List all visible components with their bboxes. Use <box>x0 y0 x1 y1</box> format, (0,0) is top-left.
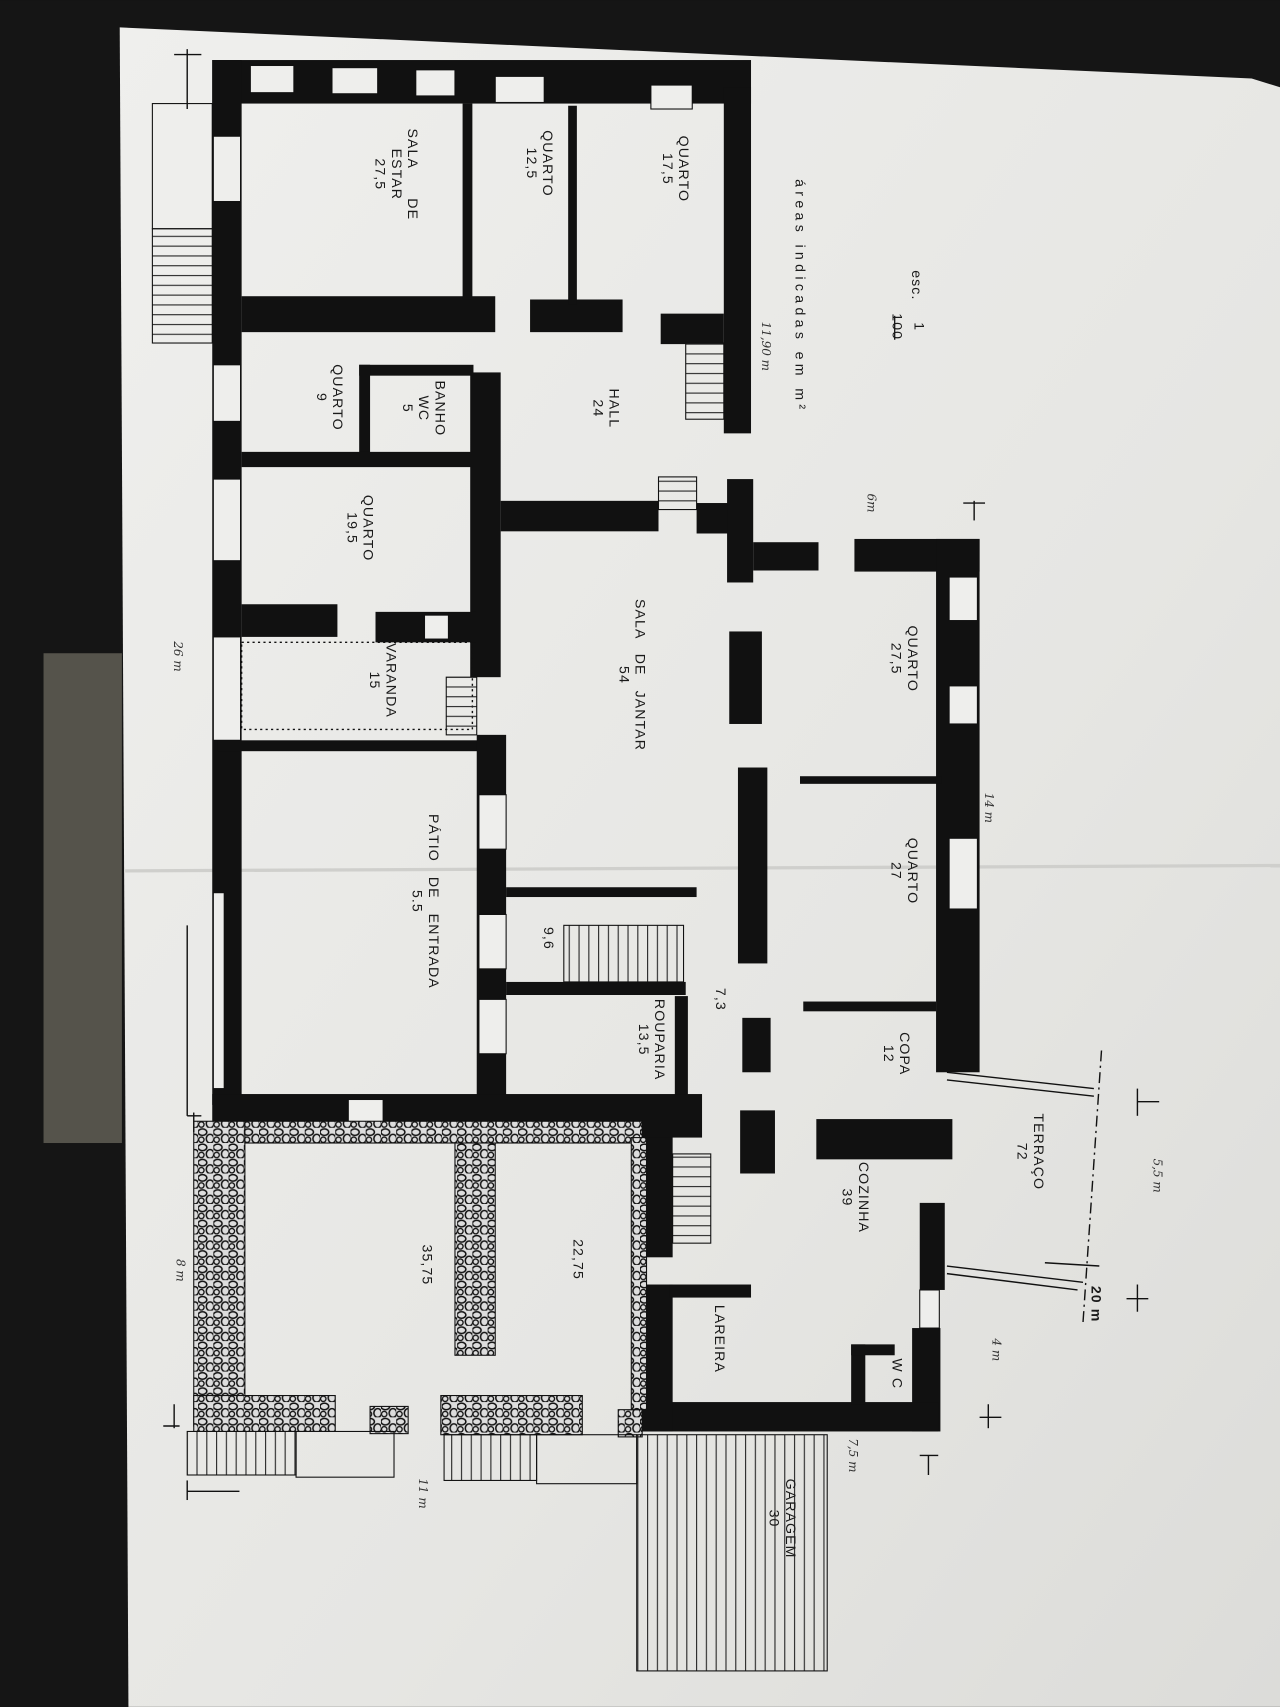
room-name: COPA <box>897 1032 913 1075</box>
room-area: 9 <box>314 393 330 402</box>
room-name: LAREIRA <box>712 1305 728 1373</box>
garage-area <box>636 1434 828 1672</box>
dimension-lines <box>163 49 1160 1501</box>
room-name: W C <box>890 1358 906 1389</box>
paper-fold <box>125 863 1280 873</box>
scale-numerator: 1 <box>911 322 927 331</box>
room-label: HALL24 <box>590 388 622 428</box>
room-label: SALA DEESTAR27,5 <box>373 129 422 221</box>
room-label: ROUPARIA13,5 <box>636 999 668 1080</box>
room-label: PÁTIO DE ENTRADA5.5 <box>410 814 442 989</box>
room-area: 30 <box>767 1510 783 1528</box>
room-area: 72 <box>1015 1143 1031 1161</box>
room-name: ROUPARIA <box>652 999 668 1080</box>
room-area: 22,75 <box>571 1239 587 1280</box>
stone-walls <box>193 1120 648 1438</box>
room-area: 27,5 <box>888 643 904 675</box>
room-area: 12,5 <box>524 148 540 180</box>
room-name: BANHO <box>432 380 448 436</box>
room-name: COZINHA <box>856 1162 872 1233</box>
room-area: 17,5 <box>660 153 676 185</box>
room-area: 27 <box>888 862 904 880</box>
handwritten-dimensions: 11,90 m 6m 26 m 14 m 5,5 m 20 m 4 m 8 m … <box>171 322 1165 1509</box>
room-label: QUARTO12,5 <box>524 130 556 196</box>
room-label: QUARTO27,5 <box>888 625 920 691</box>
dimension-label: 8 m <box>173 1259 187 1282</box>
areas-note: áreas indicadas em m² <box>793 179 809 413</box>
room-name: QUARTO <box>676 136 692 202</box>
dimension-label: 11 m <box>416 1478 430 1508</box>
scale-denominator: 100 <box>890 313 906 340</box>
room-area: 7,3 <box>713 988 729 1011</box>
room-area: 13,5 <box>636 1024 652 1056</box>
room-label: 7,3 <box>713 988 729 1011</box>
dimension-label: 20 m <box>1089 1286 1105 1323</box>
stairs <box>151 103 725 1485</box>
room-label: QUARTO17,5 <box>660 136 692 202</box>
scale-label: esc. 1 100 <box>890 270 928 340</box>
room-area: 19,5 <box>344 512 360 544</box>
dimension-label: 4 m <box>990 1337 1004 1361</box>
room-area: 27,5 <box>373 158 389 190</box>
scale-prefix: esc. <box>909 270 925 300</box>
room-area: 54 <box>616 666 632 684</box>
room-label: LAREIRA <box>712 1305 728 1373</box>
room-name: QUARTO <box>361 495 377 561</box>
room-area: 24 <box>590 399 606 417</box>
dimension-label: 11,90 m <box>759 322 773 371</box>
room-label: 22,75 <box>571 1239 587 1280</box>
room-label: QUARTO19,5 <box>344 495 376 561</box>
room-label: COZINHA39 <box>840 1162 872 1233</box>
room-name: HALL <box>607 388 623 428</box>
room-area: 39 <box>840 1189 856 1207</box>
room-name: QUARTO <box>905 625 921 691</box>
room-name: QUARTO <box>905 838 921 904</box>
dimension-label: 26 m <box>171 640 185 671</box>
room-name: SALA DE JANTAR <box>633 599 649 751</box>
room-label: TERRAÇO72 <box>1015 1113 1047 1190</box>
room-label: GARAGEM30 <box>767 1479 799 1559</box>
room-label: 9,6 <box>541 927 557 950</box>
room-label: SALA DE JANTAR54 <box>616 599 648 751</box>
room-area: 5 <box>400 404 416 413</box>
room-label: 35,75 <box>419 1245 435 1286</box>
room-label: BANHOWC5 <box>400 380 449 436</box>
room-name: PÁTIO DE ENTRADA <box>426 814 442 989</box>
room-name: QUARTO <box>330 364 346 430</box>
room-area: 5.5 <box>410 890 426 913</box>
room-label: W C <box>890 1358 906 1389</box>
room-label: VARANDA15 <box>367 643 399 718</box>
room-area: 35,75 <box>419 1245 435 1286</box>
room-name: QUARTO <box>540 130 556 196</box>
room-name: GARAGEM <box>783 1479 799 1559</box>
dimension-label: 6m <box>864 494 878 513</box>
room-label: QUARTO9 <box>314 364 346 430</box>
room-area: 12 <box>881 1045 897 1063</box>
room-name: SALA DE <box>405 129 421 221</box>
room-name: WC <box>416 395 432 421</box>
room-area: 15 <box>367 671 383 689</box>
room-label: QUARTO27 <box>888 838 920 904</box>
dimension-label: 5,5 m <box>1151 1159 1165 1193</box>
room-name: VARANDA <box>383 643 399 718</box>
dimension-label: 7,5 m <box>846 1438 860 1472</box>
room-label: COPA12 <box>881 1032 913 1075</box>
room-area: 9,6 <box>541 927 557 950</box>
room-name: ESTAR <box>389 149 405 200</box>
walls <box>212 60 980 1432</box>
room-name: TERRAÇO <box>1031 1113 1047 1190</box>
fabric <box>43 653 122 1144</box>
dimension-label: 14 m <box>982 793 996 823</box>
